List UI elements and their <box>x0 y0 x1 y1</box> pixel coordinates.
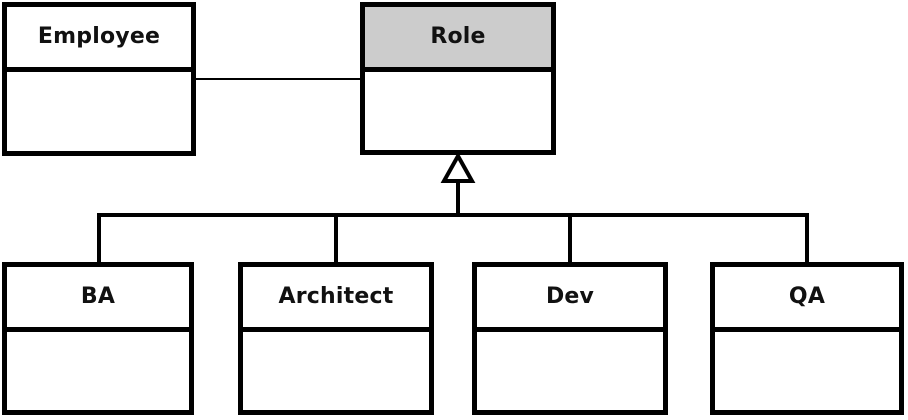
class-header-role: Role <box>365 7 551 72</box>
generalization-drop-line-qa[interactable] <box>805 213 809 264</box>
class-attributes-compartment-qa <box>715 332 899 410</box>
class-attributes-compartment-dev <box>477 332 663 410</box>
class-box-role[interactable]: Role <box>360 2 556 155</box>
generalization-drop-line-ba[interactable] <box>97 213 101 264</box>
class-name-architect: Architect <box>278 284 394 309</box>
class-box-architect[interactable]: Architect <box>238 262 434 415</box>
class-name-employee: Employee <box>37 24 161 49</box>
class-attributes-compartment-architect <box>243 332 429 410</box>
class-box-dev[interactable]: Dev <box>472 262 668 415</box>
class-name-ba: BA <box>80 284 116 309</box>
generalization-stem-line[interactable] <box>456 179 460 217</box>
class-name-qa: QA <box>788 284 826 309</box>
association-line-employee-role[interactable] <box>194 78 362 80</box>
class-name-role: Role <box>430 24 486 49</box>
class-box-employee[interactable]: Employee <box>2 2 196 156</box>
class-name-dev: Dev <box>545 284 595 309</box>
class-header-qa: QA <box>715 267 899 332</box>
class-header-architect: Architect <box>243 267 429 332</box>
class-attributes-compartment-ba <box>7 332 189 410</box>
class-header-ba: BA <box>7 267 189 332</box>
class-attributes-compartment-employee <box>7 72 191 151</box>
class-attributes-compartment-role <box>365 72 551 150</box>
generalization-drop-line-dev[interactable] <box>568 213 572 264</box>
class-box-ba[interactable]: BA <box>2 262 194 415</box>
generalization-bus-line[interactable] <box>97 213 809 217</box>
generalization-drop-line-architect[interactable] <box>334 213 338 264</box>
class-header-dev: Dev <box>477 267 663 332</box>
generalization-triangle-icon <box>440 153 476 183</box>
class-header-employee: Employee <box>7 7 191 72</box>
class-box-qa[interactable]: QA <box>710 262 904 415</box>
